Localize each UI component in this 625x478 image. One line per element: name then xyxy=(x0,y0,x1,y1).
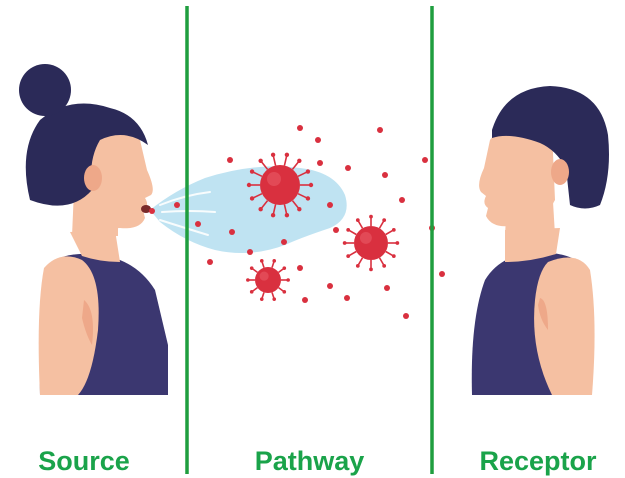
breath-cloud xyxy=(150,166,347,254)
virus-particle xyxy=(342,214,400,272)
label-pathway: Pathway xyxy=(254,446,365,476)
receptor-shoulder xyxy=(534,257,595,395)
source-mouth xyxy=(141,205,151,213)
receptor-face xyxy=(479,122,555,227)
source-shoulder-shade xyxy=(82,300,93,345)
source-hair xyxy=(25,103,148,206)
virus-particle xyxy=(246,259,290,301)
source-chest xyxy=(70,230,120,262)
woman-source-figure xyxy=(19,64,168,395)
virus-particles xyxy=(246,152,400,301)
receptor-shoulder-shade xyxy=(538,298,548,330)
label-receptor: Receptor xyxy=(479,446,597,476)
source-shoulder xyxy=(38,256,99,395)
source-hair-bun xyxy=(19,64,71,116)
label-source: Source xyxy=(38,446,130,476)
receptor-chest xyxy=(505,228,560,262)
breath-streaks xyxy=(159,191,216,236)
source-ear xyxy=(84,165,102,191)
virus-particle xyxy=(246,152,314,218)
receptor-hair xyxy=(492,86,609,209)
receptor-ear xyxy=(551,159,569,185)
woman-receptor-figure xyxy=(471,86,609,395)
virus-droplets xyxy=(149,125,445,319)
